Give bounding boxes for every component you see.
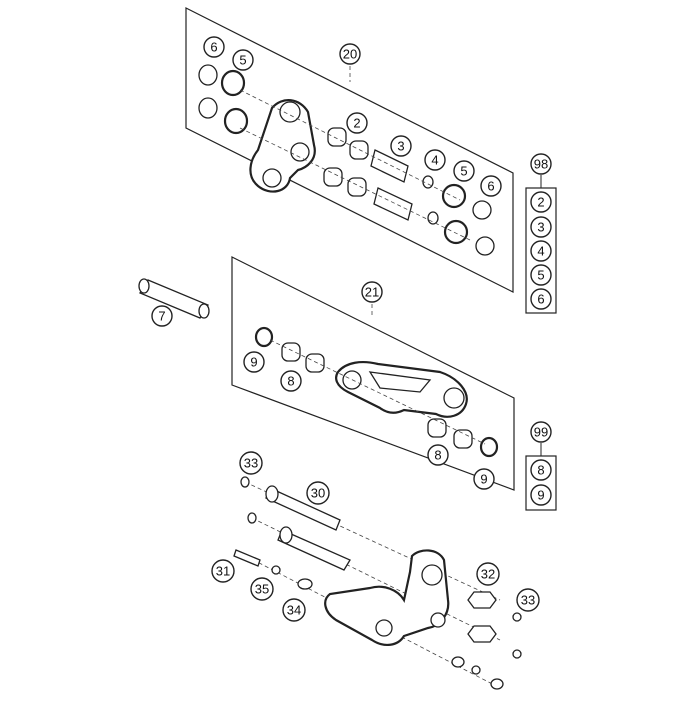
svg-text:32: 32 bbox=[481, 567, 495, 582]
callout-6-a: 6 bbox=[203, 36, 225, 58]
svg-text:5: 5 bbox=[239, 53, 246, 68]
callout-5-a: 5 bbox=[232, 49, 254, 71]
svg-text:9: 9 bbox=[480, 472, 487, 487]
callout-20: 20 bbox=[339, 43, 361, 65]
callout-5-b: 5 bbox=[453, 160, 475, 182]
kit-98-item-4: 4 bbox=[530, 240, 552, 262]
kit-98-label: 98 bbox=[530, 153, 552, 175]
svg-text:2: 2 bbox=[537, 195, 544, 210]
callout-4: 4 bbox=[424, 149, 446, 171]
callout-31: 31 bbox=[211, 559, 235, 583]
callout-9-b: 9 bbox=[473, 468, 495, 490]
svg-text:8: 8 bbox=[537, 463, 544, 478]
callout-35: 35 bbox=[250, 577, 274, 601]
kit-99-item-8: 8 bbox=[530, 459, 552, 481]
svg-text:2: 2 bbox=[353, 116, 360, 131]
callout-32: 32 bbox=[476, 562, 500, 586]
middle-assembly-panel bbox=[231, 256, 515, 491]
lower-leader-lines bbox=[239, 481, 501, 689]
svg-text:33: 33 bbox=[244, 456, 258, 471]
kit-98: 98 2 3 4 5 6 bbox=[525, 153, 557, 314]
svg-text:6: 6 bbox=[210, 40, 217, 55]
upper-leader-lines bbox=[239, 66, 471, 241]
callout-21: 21 bbox=[361, 281, 383, 303]
callout-30: 30 bbox=[306, 481, 330, 505]
svg-text:21: 21 bbox=[365, 285, 379, 300]
svg-text:9: 9 bbox=[250, 355, 257, 370]
svg-text:8: 8 bbox=[434, 448, 441, 463]
svg-text:5: 5 bbox=[537, 268, 544, 283]
svg-text:20: 20 bbox=[343, 47, 357, 62]
svg-text:35: 35 bbox=[255, 582, 269, 597]
callout-8-a: 8 bbox=[280, 370, 302, 392]
callout-8-b: 8 bbox=[427, 444, 449, 466]
upper-linkage-lever bbox=[249, 99, 316, 193]
upper-assembly-panel bbox=[185, 7, 514, 293]
lower-linkage-arm bbox=[324, 549, 450, 646]
callout-9-a: 9 bbox=[243, 351, 265, 373]
upper-bushings bbox=[323, 127, 495, 256]
callout-7: 7 bbox=[151, 305, 173, 327]
middle-leader-lines bbox=[269, 304, 486, 445]
kit-98-item-6: 6 bbox=[530, 288, 552, 310]
svg-text:7: 7 bbox=[158, 309, 165, 324]
middle-bearings bbox=[254, 326, 499, 458]
middle-linkage-arm bbox=[335, 361, 468, 418]
svg-text:30: 30 bbox=[311, 486, 325, 501]
callout-34: 34 bbox=[282, 598, 306, 622]
svg-text:98: 98 bbox=[534, 157, 548, 172]
svg-text:6: 6 bbox=[487, 179, 494, 194]
svg-text:31: 31 bbox=[216, 564, 230, 579]
svg-text:4: 4 bbox=[537, 244, 544, 259]
callout-2: 2 bbox=[346, 112, 368, 134]
svg-text:4: 4 bbox=[431, 153, 438, 168]
lower-bolts bbox=[233, 476, 351, 590]
lower-nuts bbox=[451, 591, 522, 690]
callout-33-a: 33 bbox=[239, 451, 263, 475]
callout-6-b: 6 bbox=[480, 175, 502, 197]
svg-text:8: 8 bbox=[287, 374, 294, 389]
kit-98-item-5: 5 bbox=[530, 264, 552, 286]
kit-99-item-9: 9 bbox=[530, 484, 552, 506]
callout-3: 3 bbox=[390, 135, 412, 157]
svg-text:5: 5 bbox=[460, 164, 467, 179]
kit-99: 99 8 9 bbox=[525, 421, 557, 511]
svg-text:6: 6 bbox=[537, 292, 544, 307]
svg-text:3: 3 bbox=[397, 139, 404, 154]
svg-text:99: 99 bbox=[534, 425, 548, 440]
svg-text:9: 9 bbox=[537, 488, 544, 503]
callout-33-b: 33 bbox=[516, 588, 540, 612]
svg-text:34: 34 bbox=[287, 603, 301, 618]
upper-left-rings bbox=[198, 64, 249, 135]
kit-98-item-2: 2 bbox=[530, 191, 552, 213]
pivot-pin bbox=[138, 278, 210, 319]
kit-99-label: 99 bbox=[530, 421, 552, 443]
kit-98-item-3: 3 bbox=[530, 216, 552, 238]
svg-text:33: 33 bbox=[521, 593, 535, 608]
svg-text:3: 3 bbox=[537, 220, 544, 235]
